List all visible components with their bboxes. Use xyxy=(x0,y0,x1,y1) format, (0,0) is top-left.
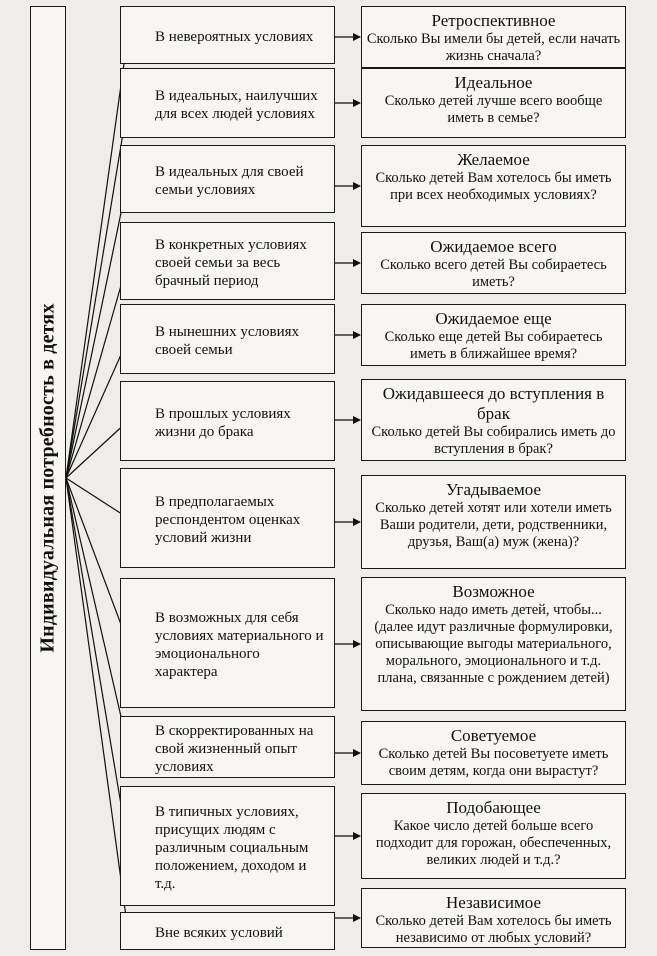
condition-text: В типичных условиях, присущих людям с ра… xyxy=(155,803,309,892)
type-question: Сколько детей Вам хотелось бы иметь при … xyxy=(375,170,612,203)
condition-text: В прошлых условиях жизни до брака xyxy=(155,405,291,440)
type-question: Какое число детей больше всего подходит … xyxy=(375,818,612,868)
fan-arrow xyxy=(65,477,130,644)
root-label: Индивидуальная потребность в детях xyxy=(36,303,59,653)
root-box: Индивидуальная потребность в детях xyxy=(30,6,66,950)
condition-text: В возможных для себя условиях материальн… xyxy=(155,609,324,680)
condition-box: В идеальных, наилучших для всех людей ус… xyxy=(120,68,335,138)
condition-box: В нынешних условиях своей семьи xyxy=(120,304,335,374)
type-question: Сколько детей Вы посоветуете иметь своим… xyxy=(378,746,609,779)
condition-box: В предполагаемых респондентом оценках ус… xyxy=(120,468,335,568)
type-title: Желаемое xyxy=(457,150,530,169)
condition-box: В невероятных условиях xyxy=(120,6,335,64)
type-question: Сколько Вы имели бы детей, если начать ж… xyxy=(366,31,621,64)
condition-box: В типичных условиях, присущих людям с ра… xyxy=(120,786,335,906)
condition-box: В прошлых условиях жизни до брака xyxy=(120,381,335,461)
condition-box: Вне всяких условий xyxy=(120,912,335,950)
fan-arrow xyxy=(65,338,129,479)
fan-arrow xyxy=(65,102,131,479)
condition-text: В идеальных для своей семьи условиях xyxy=(155,163,304,198)
condition-box: В конкретных условиях своей семьи за вес… xyxy=(120,222,335,300)
condition-text: В нынешних условиях своей семьи xyxy=(155,323,300,358)
type-question: Сколько надо иметь детей, чтобы... (дале… xyxy=(374,602,613,686)
type-question: Сколько детей Вы собирались иметь до вст… xyxy=(371,424,616,457)
type-title: Подобающее xyxy=(446,798,541,817)
fan-arrow xyxy=(65,477,131,748)
fan-arrow xyxy=(65,477,129,519)
type-question: Сколько еще детей Вы собираетесь иметь в… xyxy=(384,329,603,362)
type-title: Возможное xyxy=(452,582,535,601)
type-question: Сколько детей Вам хотелось бы иметь неза… xyxy=(375,913,612,946)
type-question: Сколько детей лучше всего вообще иметь в… xyxy=(384,93,603,126)
fan-arrow xyxy=(65,260,130,479)
type-title: Идеальное xyxy=(454,73,533,92)
condition-text: В конкретных условиях своей семьи за вес… xyxy=(155,236,307,289)
type-question: Сколько всего детей Вы собираетесь иметь… xyxy=(380,257,607,290)
type-title: Ожидаемое всего xyxy=(430,237,557,256)
type-title: Ожидаемое еще xyxy=(435,309,552,328)
condition-text: В невероятных условиях xyxy=(155,28,314,45)
type-title: Угадываемое xyxy=(445,480,542,499)
type-title: Ретроспективное xyxy=(431,11,556,30)
fan-arrow xyxy=(65,477,131,847)
condition-text: Вне всяких условий xyxy=(155,924,283,941)
type-title: Независимое xyxy=(445,893,542,912)
fan-arrow xyxy=(65,420,129,479)
fan-arrow xyxy=(65,178,131,479)
condition-text: В идеальных, наилучших для всех людей ус… xyxy=(155,87,318,122)
type-title: Советуемое xyxy=(450,726,537,745)
fan-arrow xyxy=(65,477,132,932)
fan-arrow xyxy=(65,34,131,479)
type-question: Сколько детей хотят или хотели иметь Ваш… xyxy=(375,500,612,550)
type-title: Ожидавшееся до вступления в брак xyxy=(382,384,605,423)
condition-box: В возможных для себя условиях материальн… xyxy=(120,578,335,708)
condition-text: В предполагаемых респондентом оценках ус… xyxy=(155,493,301,546)
condition-box: В скорректированных на свой жизненный оп… xyxy=(120,716,335,778)
condition-text: В скорректированных на свой жизненный оп… xyxy=(155,722,314,775)
condition-box: В идеальных для своей семьи условиях xyxy=(120,145,335,213)
